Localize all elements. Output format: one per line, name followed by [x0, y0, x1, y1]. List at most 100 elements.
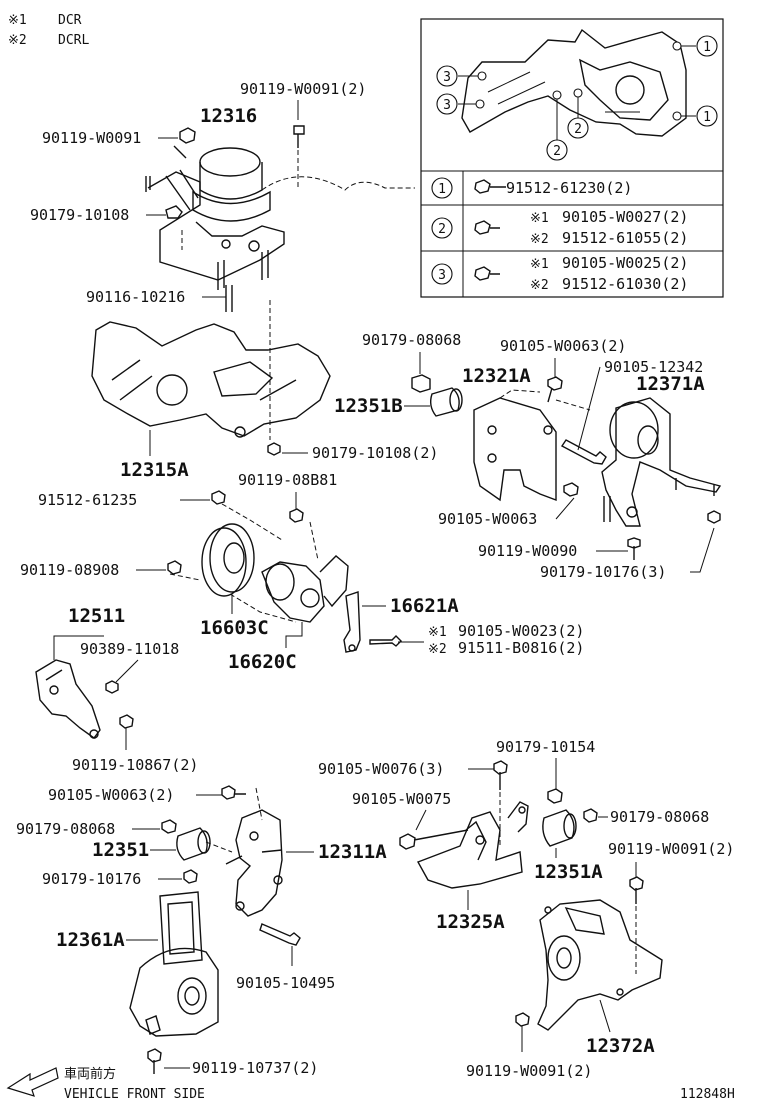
label-12511: 12511	[68, 605, 125, 627]
legend-row-2-part-2: 91512-61055(2)	[562, 229, 688, 247]
label-91512-61235: 91512-61235	[38, 491, 137, 509]
label-12321a: 12321A	[462, 365, 531, 387]
inset-bracket	[461, 28, 687, 137]
label-90105-12342: 90105-12342	[604, 358, 703, 376]
label-90119-w0091-2-top: 90119-W0091(2)	[240, 80, 366, 98]
bolt-icon	[259, 923, 301, 946]
legend-row-2-mark-2: ※2	[530, 232, 549, 247]
engine-mount-12316	[145, 125, 305, 290]
label-12351a: 12351A	[534, 861, 603, 883]
inset-callout-1b	[696, 105, 718, 127]
label-90119-w0091-2-bot: 90119-W0091(2)	[466, 1062, 592, 1080]
figure-id: 112848H	[680, 1087, 735, 1102]
label-12311a: 12311A	[318, 841, 387, 863]
label-90105-10495: 90105-10495	[236, 974, 335, 992]
inset-callout-3b-label: 3	[443, 98, 451, 113]
bracket-12315a	[91, 300, 331, 440]
note-text-dcr: DCR	[58, 13, 82, 28]
bushing-12351b	[411, 374, 463, 417]
nut-icon	[105, 680, 119, 694]
mount-12361a	[129, 891, 219, 1037]
inset-callout-2b-label: 2	[574, 122, 582, 137]
nut-icon	[547, 788, 563, 804]
label-12351: 12351	[92, 839, 149, 861]
mount-bracket-12321a	[473, 389, 591, 502]
label-90105-w0063: 90105-W0063	[438, 510, 537, 528]
legend-row-2-num: 2	[438, 222, 446, 237]
bracket-12311a	[225, 809, 283, 917]
nut-icon	[161, 819, 177, 834]
label-12351b: 12351B	[334, 395, 403, 417]
nut-icon	[707, 510, 721, 524]
stud-icon	[225, 285, 233, 312]
label-90105-w0063-2-bot: 90105-W0063(2)	[48, 786, 174, 804]
bolt-icon	[474, 179, 506, 194]
inset-callout-1b-label: 1	[703, 110, 711, 125]
inset-callout-3a	[436, 65, 458, 87]
label-90179-10176: 90179-10176	[42, 870, 141, 888]
inset-callout-3b	[436, 93, 458, 115]
note-text-dcrl: DCRL	[58, 33, 89, 48]
inset-hole	[615, 75, 645, 105]
label-90116-10216: 90116-10216	[86, 288, 185, 306]
legend-row-3-mark-2: ※2	[530, 278, 549, 293]
legend-row-2-mark-1: ※1	[530, 211, 549, 226]
bracket-12325a	[416, 801, 529, 889]
label-90119-10737-2: 90119-10737(2)	[192, 1059, 318, 1077]
label-90119-w0090: 90119-W0090	[478, 542, 577, 560]
idler-pulley-16603c	[201, 523, 255, 597]
inset-callout-3a-label: 3	[443, 70, 451, 85]
label-90105-w0075: 90105-W0075	[352, 790, 451, 808]
inset-callout-1a-label: 1	[703, 40, 711, 55]
legend-row-3-mark-1: ※1	[530, 257, 549, 272]
mount-12372a	[537, 899, 663, 1031]
legend-row-2-part-1: 90105-W0027(2)	[562, 208, 688, 226]
label-90179-10154: 90179-10154	[496, 738, 595, 756]
bolt-icon	[369, 635, 402, 647]
legend-row-1-part: 91512-61230(2)	[506, 179, 632, 197]
label-12371a: 12371A	[636, 373, 705, 395]
label-12361a: 12361A	[56, 929, 125, 951]
inset-callout-2b	[567, 117, 589, 139]
bracket-12511	[35, 659, 101, 739]
nut-icon	[183, 869, 198, 884]
legend-row-3-num: 3	[438, 268, 446, 283]
bushing-12351	[176, 827, 233, 861]
label-16603c: 16603C	[200, 617, 269, 639]
legend-row-3-part-2: 91512-61030(2)	[562, 275, 688, 293]
label-90119-w0091-2-mid: 90119-W0091(2)	[608, 840, 734, 858]
bolt-icon	[119, 714, 134, 729]
bolt-icon	[289, 508, 304, 523]
label-12372a: 12372A	[586, 1035, 655, 1057]
label-90179-10176-3: 90179-10176(3)	[540, 563, 666, 581]
legend-row-3-part-1: 90105-W0025(2)	[562, 254, 688, 272]
front-arrow-icon	[6, 1067, 59, 1097]
label-90179-08068-left: 90179-08068	[16, 820, 115, 838]
label-12315a: 12315A	[120, 459, 189, 481]
label-90179-10108: 90179-10108	[30, 206, 129, 224]
bolt-icon	[167, 560, 182, 575]
inset-callout-2a-label: 2	[553, 144, 561, 159]
bolt-icon	[547, 376, 563, 403]
bolt-icon	[399, 829, 469, 850]
nut-icon	[583, 808, 598, 823]
bolt-icon	[211, 490, 226, 505]
bolt-icon	[563, 482, 579, 497]
bolt-icon	[474, 220, 500, 235]
label-90105-w0076-3: 90105-W0076(3)	[318, 760, 444, 778]
inset-legend-box: 1 1 2 2 3 3 1 91512-61230(2) 2 ※1 90105-…	[420, 18, 724, 298]
label-90105-w0063-2-top: 90105-W0063(2)	[500, 337, 626, 355]
label-mark-dcrl-1: ※2	[428, 642, 447, 657]
inset-callout-1a	[696, 35, 718, 57]
label-mark-dcr-1: ※1	[428, 625, 447, 640]
direction-jp: 車両前方	[64, 1066, 116, 1082]
bolt-icon	[515, 1012, 530, 1027]
label-90119-08b81: 90119-08B81	[238, 471, 337, 489]
bolt-icon	[147, 1048, 162, 1074]
label-16621a: 16621A	[390, 595, 459, 617]
label-12316: 12316	[200, 105, 257, 127]
header-notes: ※1 DCR ※2 DCRL	[8, 13, 89, 48]
bolt-icon	[627, 537, 641, 560]
bolt-icon	[560, 439, 607, 465]
